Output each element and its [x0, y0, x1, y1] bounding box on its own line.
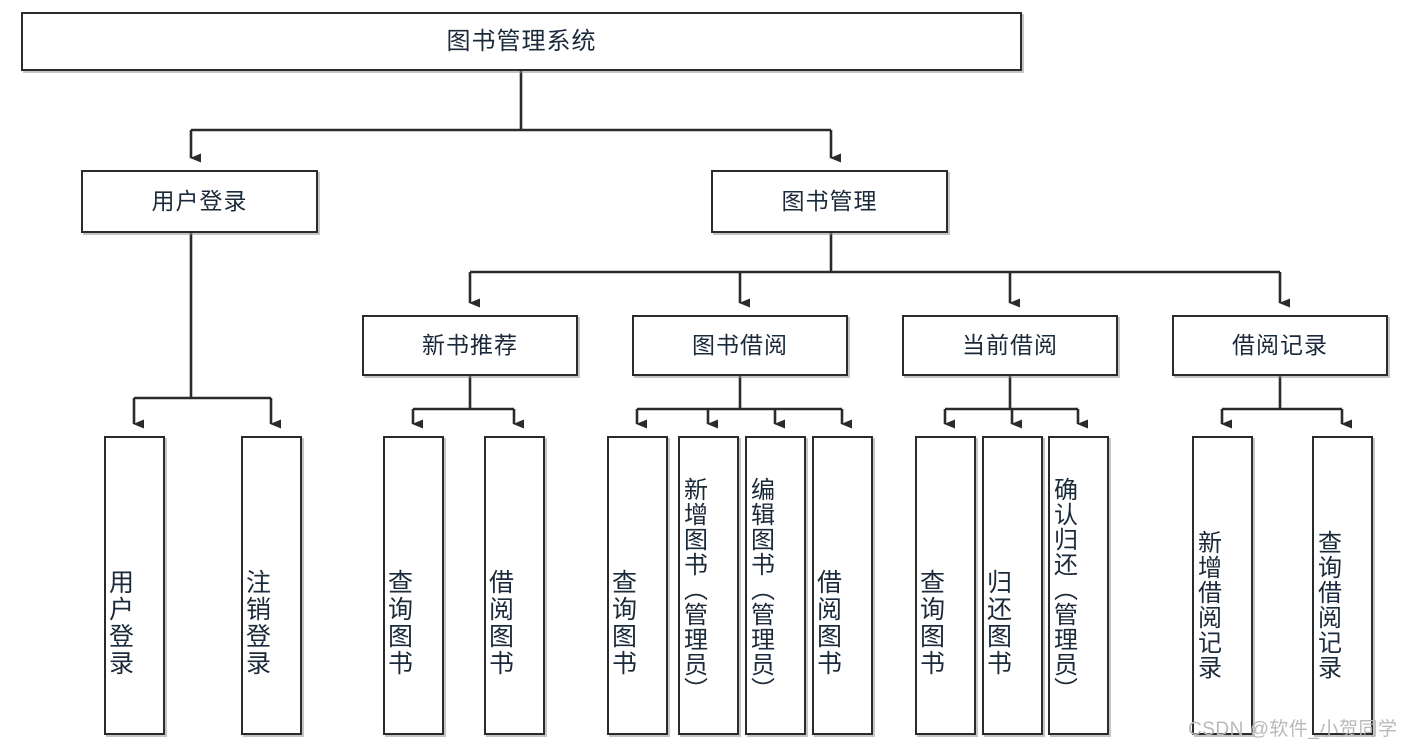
node-label: 用户登录 — [105, 568, 134, 677]
node-label: 查询借阅记录 — [1313, 529, 1341, 680]
leaf-add-book-admin[interactable]: 新增图书（管理员） — [678, 436, 739, 735]
node-label: 注销登录 — [242, 568, 271, 677]
node-label: 当前借阅 — [962, 332, 1058, 359]
node-root-system[interactable]: 图书管理系统 — [21, 12, 1022, 71]
leaf-query-book-recommend[interactable]: 查询图书 — [383, 436, 444, 735]
leaf-borrow-book-borrow[interactable]: 借阅图书 — [812, 436, 873, 735]
node-label: 查询图书 — [608, 568, 637, 677]
leaf-query-book-borrow[interactable]: 查询图书 — [607, 436, 668, 735]
node-label: 用户登录 — [151, 188, 248, 215]
node-label: 借阅记录 — [1232, 332, 1328, 359]
leaf-query-borrow-record[interactable]: 查询借阅记录 — [1312, 436, 1373, 735]
node-new-book-recommend[interactable]: 新书推荐 — [362, 315, 578, 376]
leaf-user-login[interactable]: 用户登录 — [104, 436, 165, 735]
node-book-manage[interactable]: 图书管理 — [711, 170, 948, 233]
node-label: 图书管理 — [781, 188, 878, 215]
leaf-edit-book-admin[interactable]: 编辑图书（管理员） — [745, 436, 806, 735]
leaf-borrow-book-recommend[interactable]: 借阅图书 — [484, 436, 545, 735]
node-label: 编辑图书（管理员） — [746, 477, 774, 702]
leaf-add-borrow-record[interactable]: 新增借阅记录 — [1192, 436, 1253, 735]
node-label: 归还图书 — [983, 568, 1012, 677]
node-user-login[interactable]: 用户登录 — [81, 170, 318, 233]
leaf-logout-login[interactable]: 注销登录 — [241, 436, 302, 735]
node-current-borrow[interactable]: 当前借阅 — [902, 315, 1118, 376]
leaf-return-book[interactable]: 归还图书 — [982, 436, 1043, 735]
leaf-confirm-return-admin[interactable]: 确认归还（管理员） — [1048, 436, 1109, 735]
node-label: 图书管理系统 — [446, 27, 597, 55]
node-borrow-record[interactable]: 借阅记录 — [1172, 315, 1388, 376]
node-label: 借阅图书 — [813, 568, 842, 677]
node-book-borrow[interactable]: 图书借阅 — [632, 315, 848, 376]
node-label: 图书借阅 — [692, 332, 788, 359]
node-label: 查询图书 — [384, 568, 413, 677]
node-label: 新书推荐 — [422, 332, 518, 359]
node-label: 借阅图书 — [485, 568, 514, 677]
node-label: 新增图书（管理员） — [679, 477, 707, 702]
csdn-watermark: CSDN @软件_小贺同学 — [1188, 719, 1398, 740]
leaf-query-book-current[interactable]: 查询图书 — [915, 436, 976, 735]
node-label: 查询图书 — [916, 568, 945, 677]
node-label: 新增借阅记录 — [1193, 529, 1221, 680]
node-label: 确认归还（管理员） — [1049, 477, 1077, 702]
